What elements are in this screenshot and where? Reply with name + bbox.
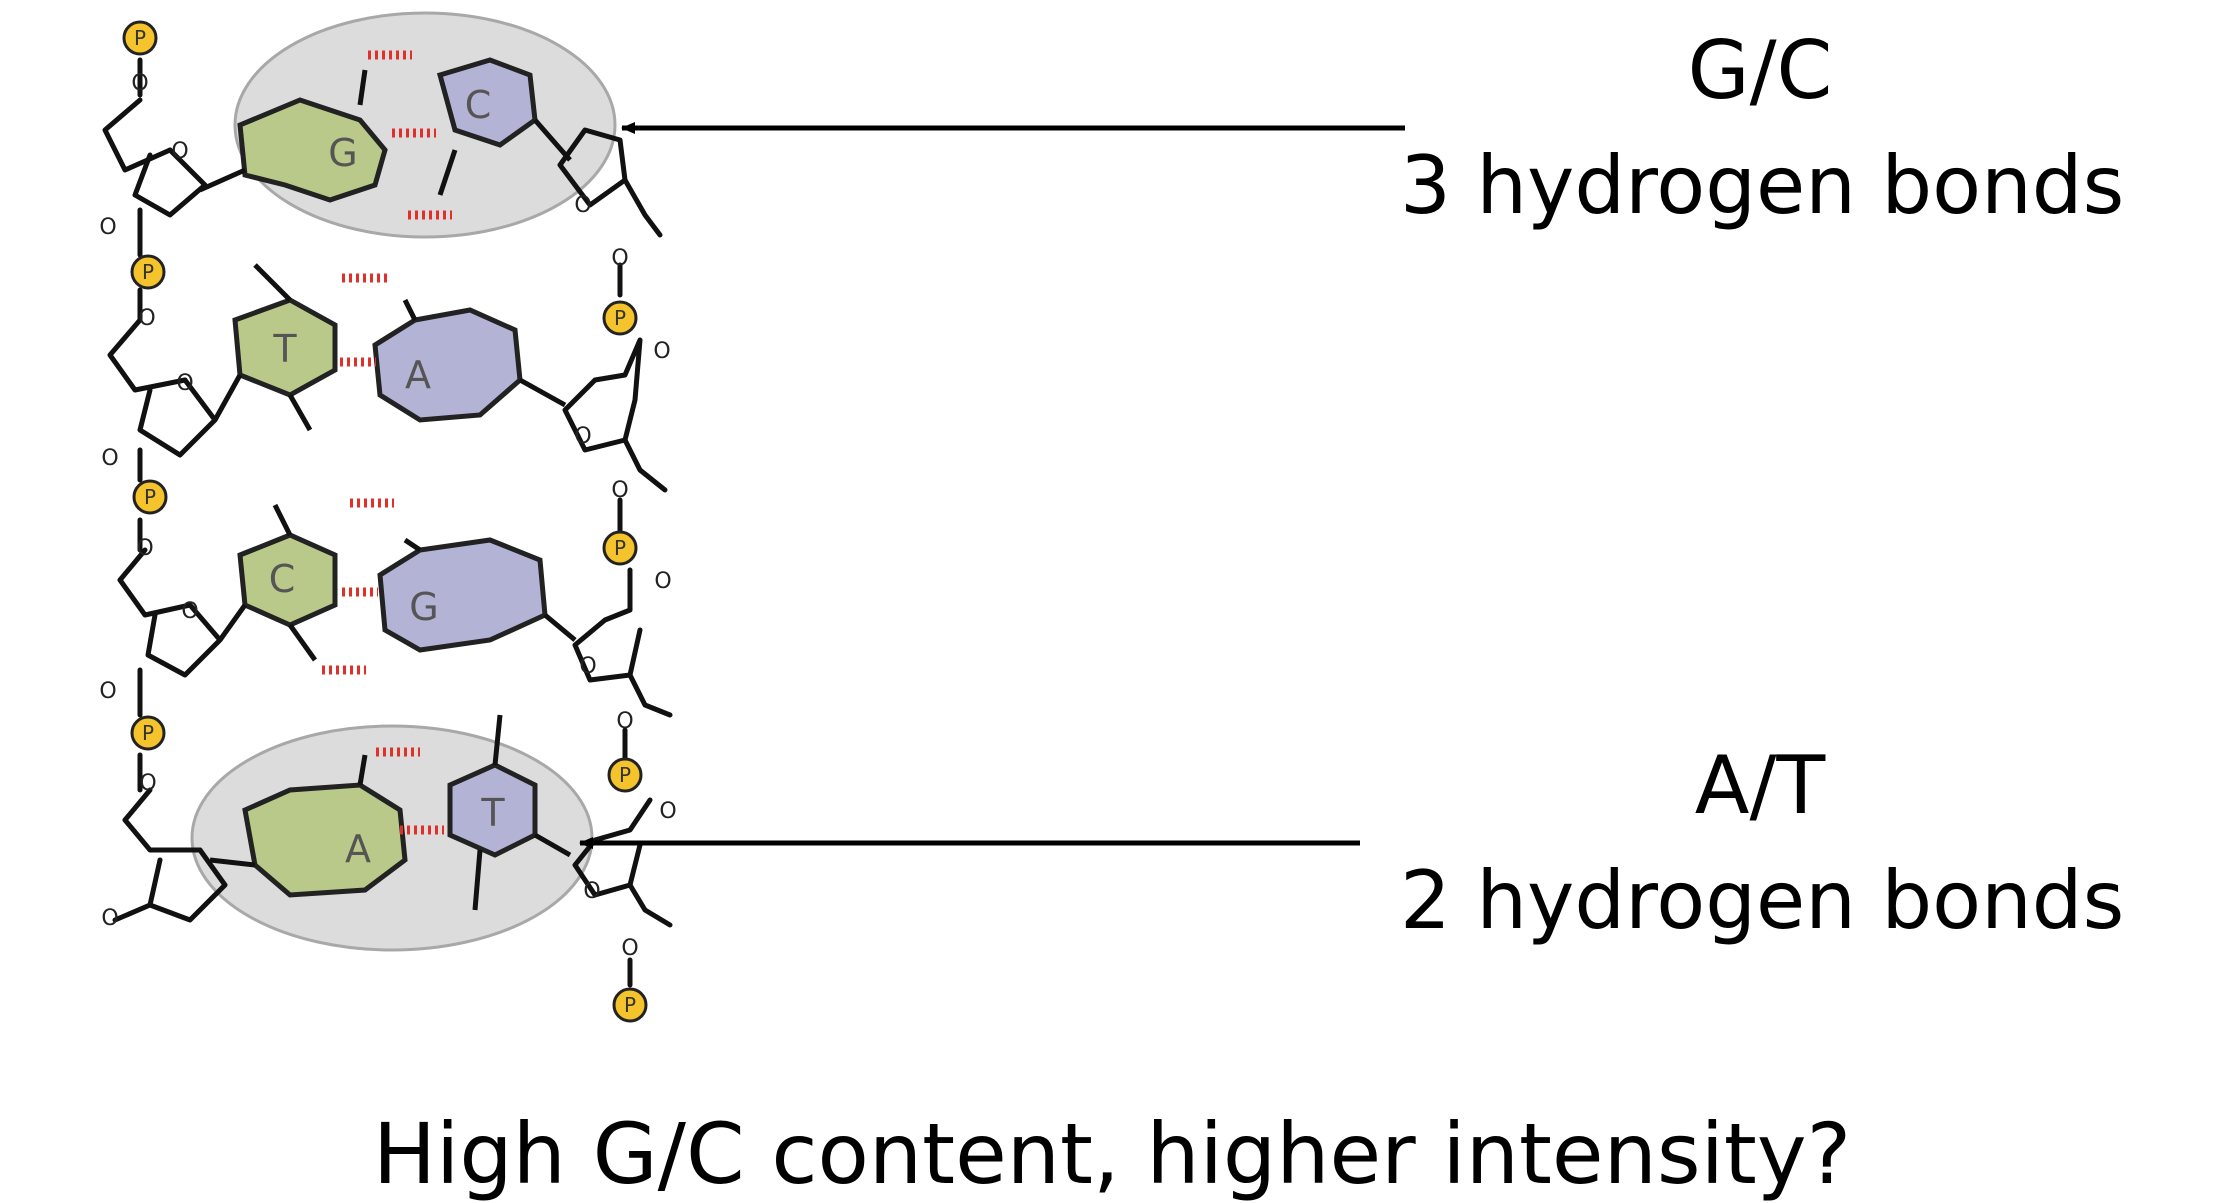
base-letter: G [328, 131, 357, 175]
base-letter: T [480, 791, 505, 835]
oxygen-label: O [181, 599, 198, 624]
base-letter: C [465, 83, 492, 127]
base-a-4 [242, 782, 408, 898]
gc-pair-label: G/C [1687, 24, 1833, 117]
oxygen-label: O [139, 771, 156, 796]
phosphate-label: P [142, 260, 154, 284]
oxygen-label: O [611, 246, 628, 271]
oxygen-label: O [616, 709, 633, 734]
phosphates [122, 20, 648, 1023]
base-letter: A [405, 353, 431, 397]
oxygen-label: O [621, 936, 638, 961]
phosphate-label: P [624, 993, 636, 1017]
oxygen-label: O [136, 536, 153, 561]
at-pair-label: A/T [1694, 739, 1826, 832]
phosphate-label: P [614, 536, 626, 560]
base-letter: G [409, 585, 438, 629]
oxygen-label: O [131, 71, 148, 96]
oxygen-label: O [653, 339, 670, 364]
phosphate-icon [132, 479, 168, 515]
hydrogen-bonds [322, 50, 452, 835]
phosphate-label: P [134, 26, 146, 50]
oxygen-label: O [583, 879, 600, 904]
oxygen-label: O [611, 478, 628, 503]
oxygen-label: O [99, 679, 116, 704]
phosphate-icon [130, 254, 166, 290]
oxygen-label: O [579, 654, 596, 679]
phosphate-icon [122, 20, 158, 56]
phosphate-label: P [614, 306, 626, 330]
base-a-2 [372, 307, 523, 423]
oxygen-label: O [138, 306, 155, 331]
phosphate-icon [130, 715, 166, 751]
base-letter: C [269, 557, 296, 601]
oxygen-label: O [101, 906, 118, 931]
phosphate-icon [602, 300, 638, 336]
phosphate-icon [602, 530, 638, 566]
oxygen-label: O [574, 193, 591, 218]
base-letter: T [272, 327, 297, 371]
at-bonds-label: 2 hydrogen bonds [1400, 854, 2125, 947]
left-backbone [102, 57, 228, 923]
phosphate-icon [612, 987, 648, 1023]
base-g-1 [237, 97, 388, 203]
phosphate-label: P [142, 721, 154, 745]
base-g-3 [377, 537, 548, 653]
oxygen-label: O [171, 139, 188, 164]
oxygen-label: O [99, 215, 116, 240]
oxygen-label: O [654, 569, 671, 594]
right-backbone [557, 127, 673, 988]
phosphate-icon [607, 757, 643, 793]
phosphate-label: P [144, 485, 156, 509]
phosphate-label: P [619, 763, 631, 787]
caption: High G/C content, higher intensity? [372, 1105, 1852, 1203]
gc-bonds-label: 3 hydrogen bonds [1400, 139, 2125, 232]
oxygen-label: O [574, 424, 591, 449]
base-letter: A [345, 827, 371, 871]
oxygen-label: O [176, 371, 193, 396]
oxygen-label: O [659, 799, 676, 824]
oxygen-label: O [101, 446, 118, 471]
